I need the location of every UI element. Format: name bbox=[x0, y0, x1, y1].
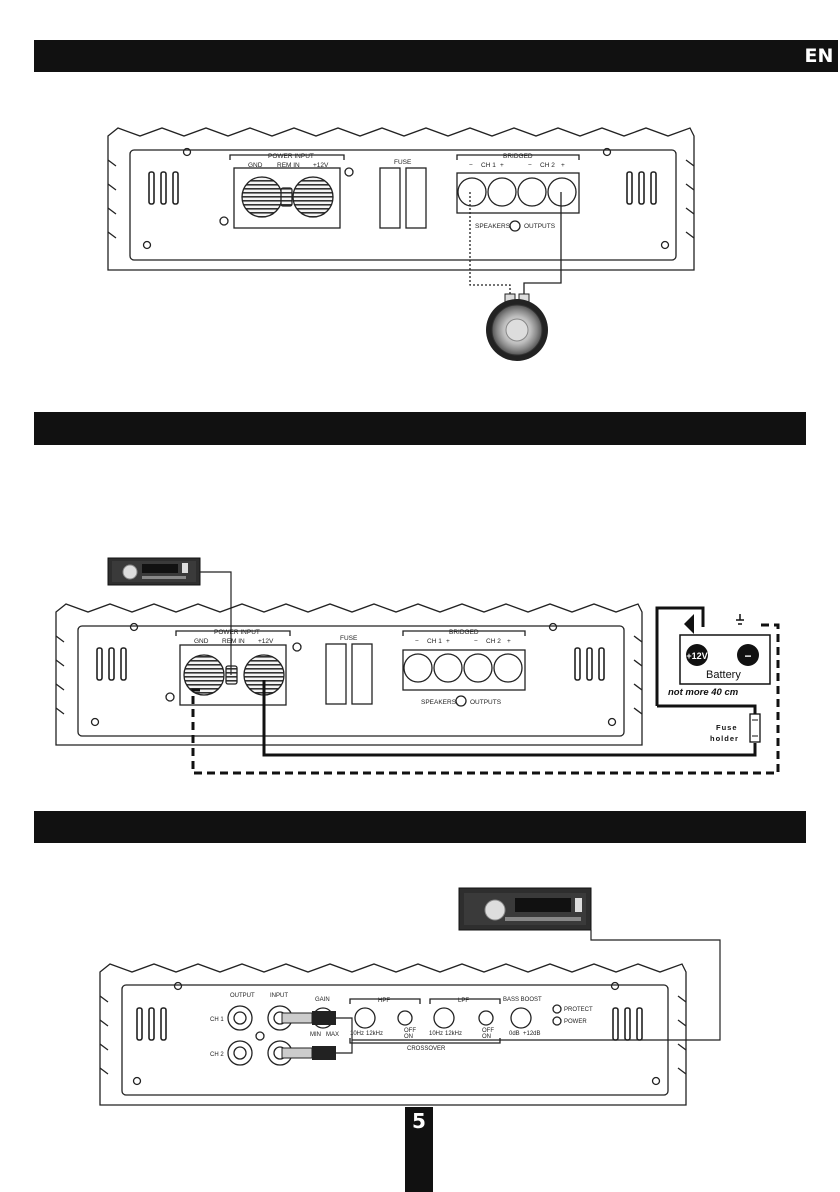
max-label: MAX bbox=[326, 1032, 339, 1038]
input-panel-labels: OUTPUT INPUT GAIN HPF LPF BASS BOOST PRO… bbox=[210, 993, 593, 1058]
crossover-label: CROSSOVER bbox=[407, 1046, 446, 1052]
hpf-10hz-label: 10Hz bbox=[350, 1031, 364, 1037]
output-label: OUTPUT bbox=[230, 993, 255, 999]
page-number-box bbox=[405, 1107, 433, 1192]
power-wiring bbox=[191, 571, 780, 775]
cable-note: not more 40 cm bbox=[668, 687, 739, 698]
gnd-label-2: GND bbox=[194, 638, 209, 645]
fuse-holder-label-2: holder bbox=[710, 734, 739, 743]
ch1-label: CH 1 bbox=[481, 162, 496, 169]
subwoofer bbox=[486, 293, 548, 361]
rem-in-label-2: REM IN bbox=[222, 638, 245, 645]
ch2-plus: + bbox=[561, 162, 565, 169]
ch1-input-label: CH 1 bbox=[210, 1017, 224, 1023]
ch2-minus: − bbox=[528, 162, 532, 169]
amplifier-diagram-2 bbox=[55, 603, 643, 746]
bass-boost-label: BASS BOOST bbox=[503, 997, 542, 1003]
section-1-header-bar bbox=[34, 40, 806, 72]
ch2-input-label: CH 2 bbox=[210, 1052, 224, 1058]
fuse-holder-label-1: Fuse bbox=[716, 723, 738, 732]
battery bbox=[679, 614, 771, 685]
head-unit-2 bbox=[458, 887, 592, 931]
amp2-labels: POWER INPUT GND REM IN +12V FUSE BRIDGED… bbox=[194, 629, 511, 706]
ch1-plus: + bbox=[500, 162, 504, 169]
page-number: 5 bbox=[412, 1109, 426, 1133]
lpf-on-label: ON bbox=[482, 1034, 491, 1040]
head-unit-1 bbox=[107, 557, 201, 586]
power-label: POWER bbox=[564, 1019, 587, 1025]
hpf-12khz-label: 12kHz bbox=[366, 1031, 383, 1037]
gnd-label: GND bbox=[248, 162, 263, 169]
ch2-label: CH 2 bbox=[540, 162, 555, 169]
bass-12db-label: +12dB bbox=[523, 1031, 541, 1037]
ch1-label-2: CH 1 bbox=[427, 638, 442, 645]
min-label: MIN bbox=[310, 1032, 321, 1038]
power-input-label: POWER INPUT bbox=[268, 153, 314, 160]
fuse-label-2: FUSE bbox=[340, 635, 358, 642]
input-label: INPUT bbox=[270, 993, 288, 999]
ch1-minus: − bbox=[469, 162, 473, 169]
amp1-labels: POWER INPUT GND REM IN +12V FUSE BRIDGED… bbox=[248, 153, 565, 230]
ch2-plus-2: + bbox=[507, 638, 511, 645]
language-badge: EN bbox=[800, 40, 838, 72]
speakers-label-2: SPEAKERS bbox=[421, 699, 457, 706]
ch1-minus-2: − bbox=[415, 638, 419, 645]
plus12-label-2: +12V bbox=[258, 638, 274, 645]
lpf-12khz-label: 12kHz bbox=[445, 1031, 462, 1037]
rem-in-label: REM IN bbox=[277, 162, 300, 169]
section-3-header-bar bbox=[34, 811, 806, 843]
amplifier-diagram-1 bbox=[107, 127, 695, 271]
hpf-on-label: ON bbox=[404, 1034, 413, 1040]
battery-labels: +12V − Battery not more 40 cm Fuse holde… bbox=[668, 649, 752, 743]
lpf-label: LPF bbox=[458, 998, 469, 1004]
section-2-header-bar bbox=[34, 412, 806, 445]
battery-plus-label: +12V bbox=[686, 651, 707, 661]
lpf-off-label: OFF bbox=[482, 1028, 494, 1034]
amplifier-diagram-3 bbox=[99, 963, 687, 1106]
bridged-label: BRIDGED bbox=[503, 153, 533, 160]
battery-minus-label: − bbox=[744, 649, 751, 663]
fuse-holder bbox=[749, 713, 761, 743]
rca-cables bbox=[281, 930, 721, 1060]
hpf-label: HPF bbox=[378, 998, 390, 1004]
power-input-label-2: POWER INPUT bbox=[214, 629, 260, 636]
hpf-off-label: OFF bbox=[404, 1028, 416, 1034]
ch2-minus-2: − bbox=[474, 638, 478, 645]
plus12-label: +12V bbox=[313, 162, 329, 169]
bridged-label-2: BRIDGED bbox=[449, 629, 479, 636]
bass-0db-label: 0dB bbox=[509, 1031, 520, 1037]
outputs-label-2: OUTPUTS bbox=[470, 699, 502, 706]
speakers-label: SPEAKERS bbox=[475, 223, 511, 230]
outputs-label: OUTPUTS bbox=[524, 223, 556, 230]
ch1-plus-2: + bbox=[446, 638, 450, 645]
protect-label: PROTECT bbox=[564, 1007, 593, 1013]
gain-label: GAIN bbox=[315, 997, 330, 1003]
lpf-10hz-label: 10Hz bbox=[429, 1031, 443, 1037]
ch2-label-2: CH 2 bbox=[486, 638, 501, 645]
battery-label: Battery bbox=[706, 669, 741, 681]
speaker-wires bbox=[469, 192, 562, 296]
fuse-label: FUSE bbox=[394, 159, 412, 166]
